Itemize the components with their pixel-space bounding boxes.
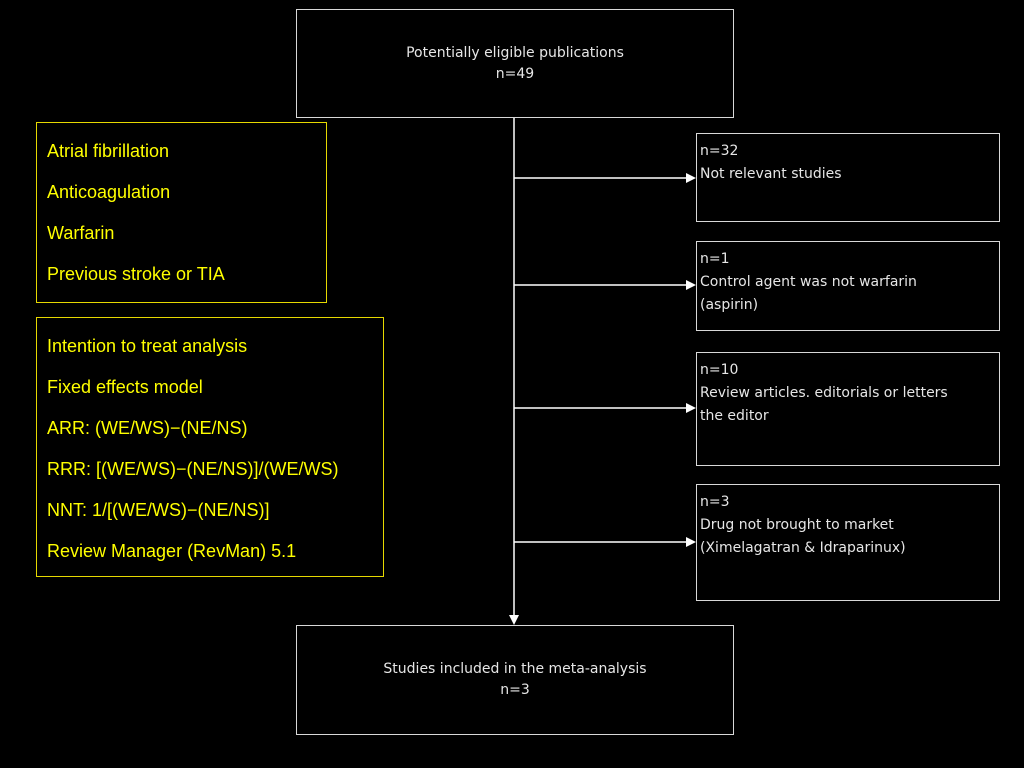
arrowhead-icon — [686, 537, 696, 547]
exclusion-reason: Drug not brought to market — [700, 517, 894, 533]
exclusion-box: n=1 Control agent was not warfarin (aspi… — [696, 241, 1000, 331]
arrowhead-icon — [686, 403, 696, 413]
method-item: NNT: 1/[(WE/WS)−(NE/NS)] — [47, 500, 270, 520]
eligible-publications-box: Potentially eligible publications n=49 — [296, 9, 734, 118]
included-studies-box: Studies included in the meta-analysis n=… — [296, 625, 734, 735]
exclusion-reason: Control agent was not warfarin — [700, 274, 917, 290]
box-title: Studies included in the meta-analysis — [383, 661, 647, 677]
search-term: Warfarin — [47, 223, 115, 243]
exclusion-count: n=1 — [700, 251, 730, 267]
exclusion-reason: (aspirin) — [700, 297, 759, 313]
method-item: ARR: (WE/WS)−(NE/NS) — [47, 418, 248, 438]
arrowhead-icon — [686, 280, 696, 290]
exclusion-reason: the editor — [700, 408, 769, 424]
methods-panel: Intention to treat analysis Fixed effect… — [36, 317, 384, 577]
box-count: n=49 — [495, 65, 535, 82]
method-item: Fixed effects model — [47, 377, 203, 397]
method-item: Review Manager (RevMan) 5.1 — [47, 541, 297, 561]
exclusion-reason: (Ximelagatran & Idraparinux) — [700, 540, 906, 556]
arrowhead-icon — [686, 173, 696, 183]
search-term: Anticoagulation — [47, 182, 171, 202]
box-count: n=3 — [500, 682, 530, 698]
search-terms-panel: Atrial fibrillation Anticoagulation Warf… — [36, 122, 327, 303]
exclusion-box: n=10 Review articles. editorials or lett… — [696, 352, 1000, 466]
search-term: Previous stroke or TIA — [47, 264, 225, 284]
method-item: RRR: [(WE/WS)−(NE/NS)]/(WE/WS) — [47, 459, 339, 479]
exclusion-count: n=3 — [700, 494, 730, 510]
exclusion-count: n=32 — [700, 143, 739, 159]
method-item: Intention to treat analysis — [47, 336, 248, 356]
box-title: Potentially eligible publications — [406, 44, 624, 61]
exclusion-reason: Review articles. editorials or letters — [700, 385, 948, 401]
exclusion-reason: Not relevant studies — [700, 166, 842, 182]
arrowhead-icon — [509, 615, 519, 625]
search-term: Atrial fibrillation — [47, 141, 170, 161]
exclusion-box: n=32 Not relevant studies — [696, 133, 1000, 222]
exclusion-count: n=10 — [700, 362, 739, 378]
exclusion-box: n=3 Drug not brought to market (Ximelaga… — [696, 484, 1000, 601]
